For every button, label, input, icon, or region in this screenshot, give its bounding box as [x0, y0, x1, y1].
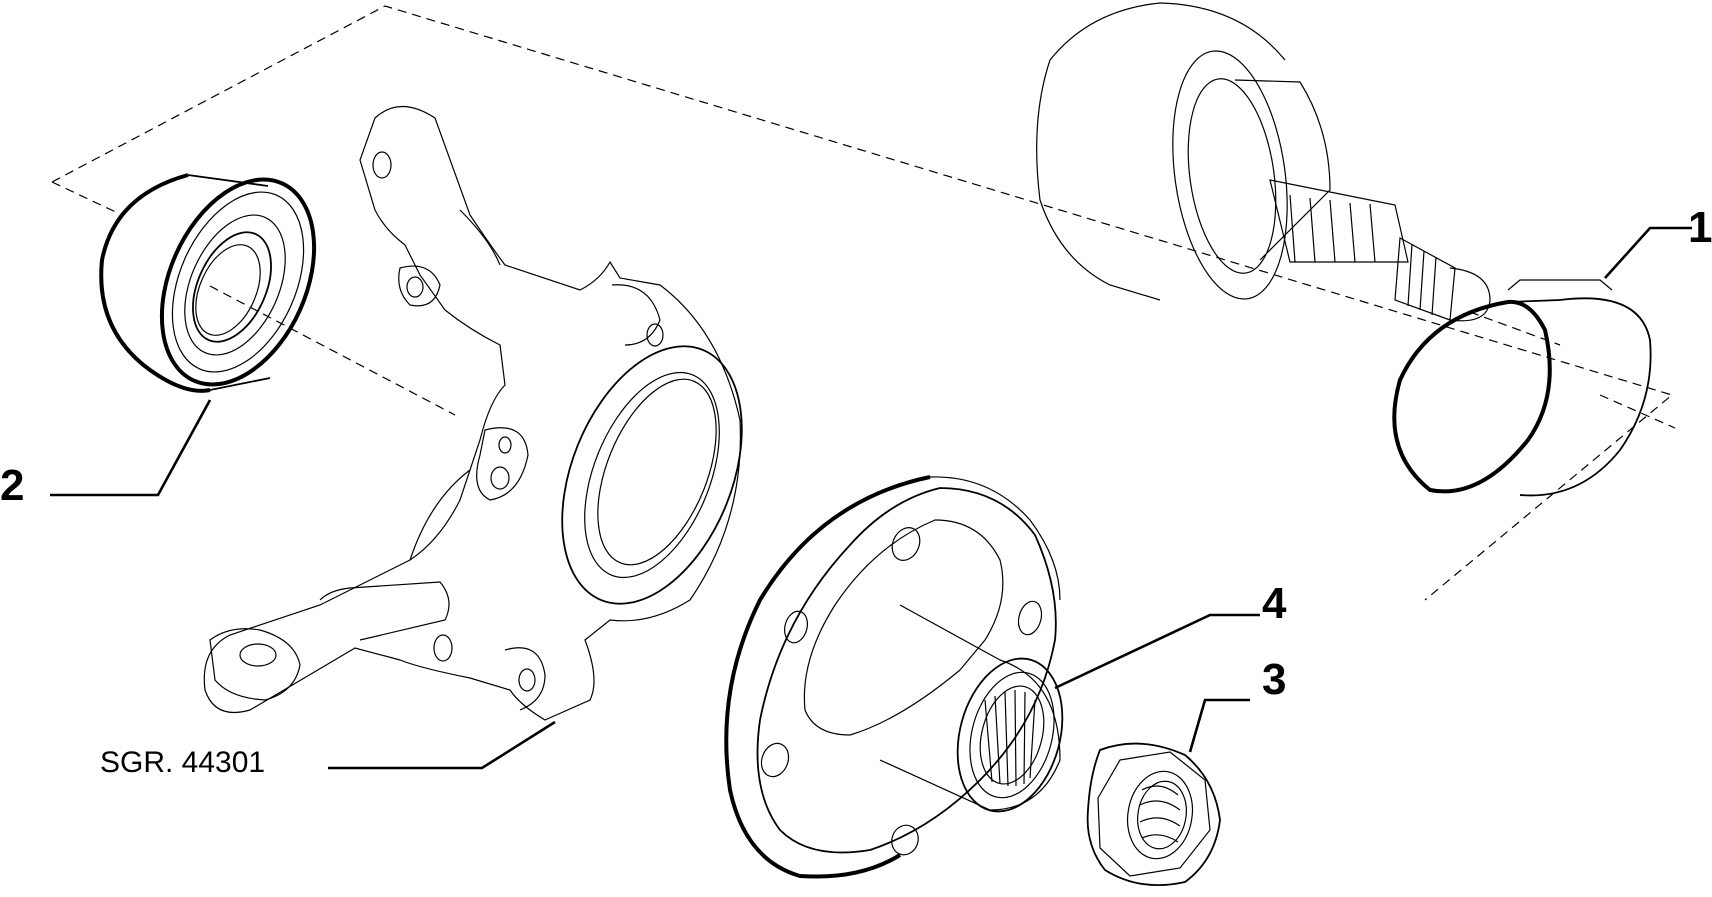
- leader-1: [1604, 226, 1692, 279]
- leader-ref: [328, 720, 556, 770]
- callout-1-label: 1: [1688, 203, 1712, 252]
- callout-4-label: 4: [1262, 579, 1287, 628]
- leader-lines: [50, 226, 1692, 770]
- reference-group-label: SGR. 44301: [100, 746, 265, 779]
- cv-joint-shaft: [1036, 2, 1561, 346]
- assembly-envelope: [51, 5, 1674, 601]
- leader-2: [50, 399, 212, 497]
- callout-2-label: 2: [0, 461, 24, 510]
- snap-ring: [1392, 279, 1676, 497]
- hub-nut: [1086, 742, 1221, 887]
- leader-3: [1188, 698, 1250, 753]
- leader-4: [1054, 613, 1260, 690]
- wheel-hub: [724, 475, 1064, 879]
- steering-knuckle: [203, 106, 743, 721]
- wheel-bearing: [99, 173, 456, 416]
- callout-3-label: 3: [1262, 655, 1286, 704]
